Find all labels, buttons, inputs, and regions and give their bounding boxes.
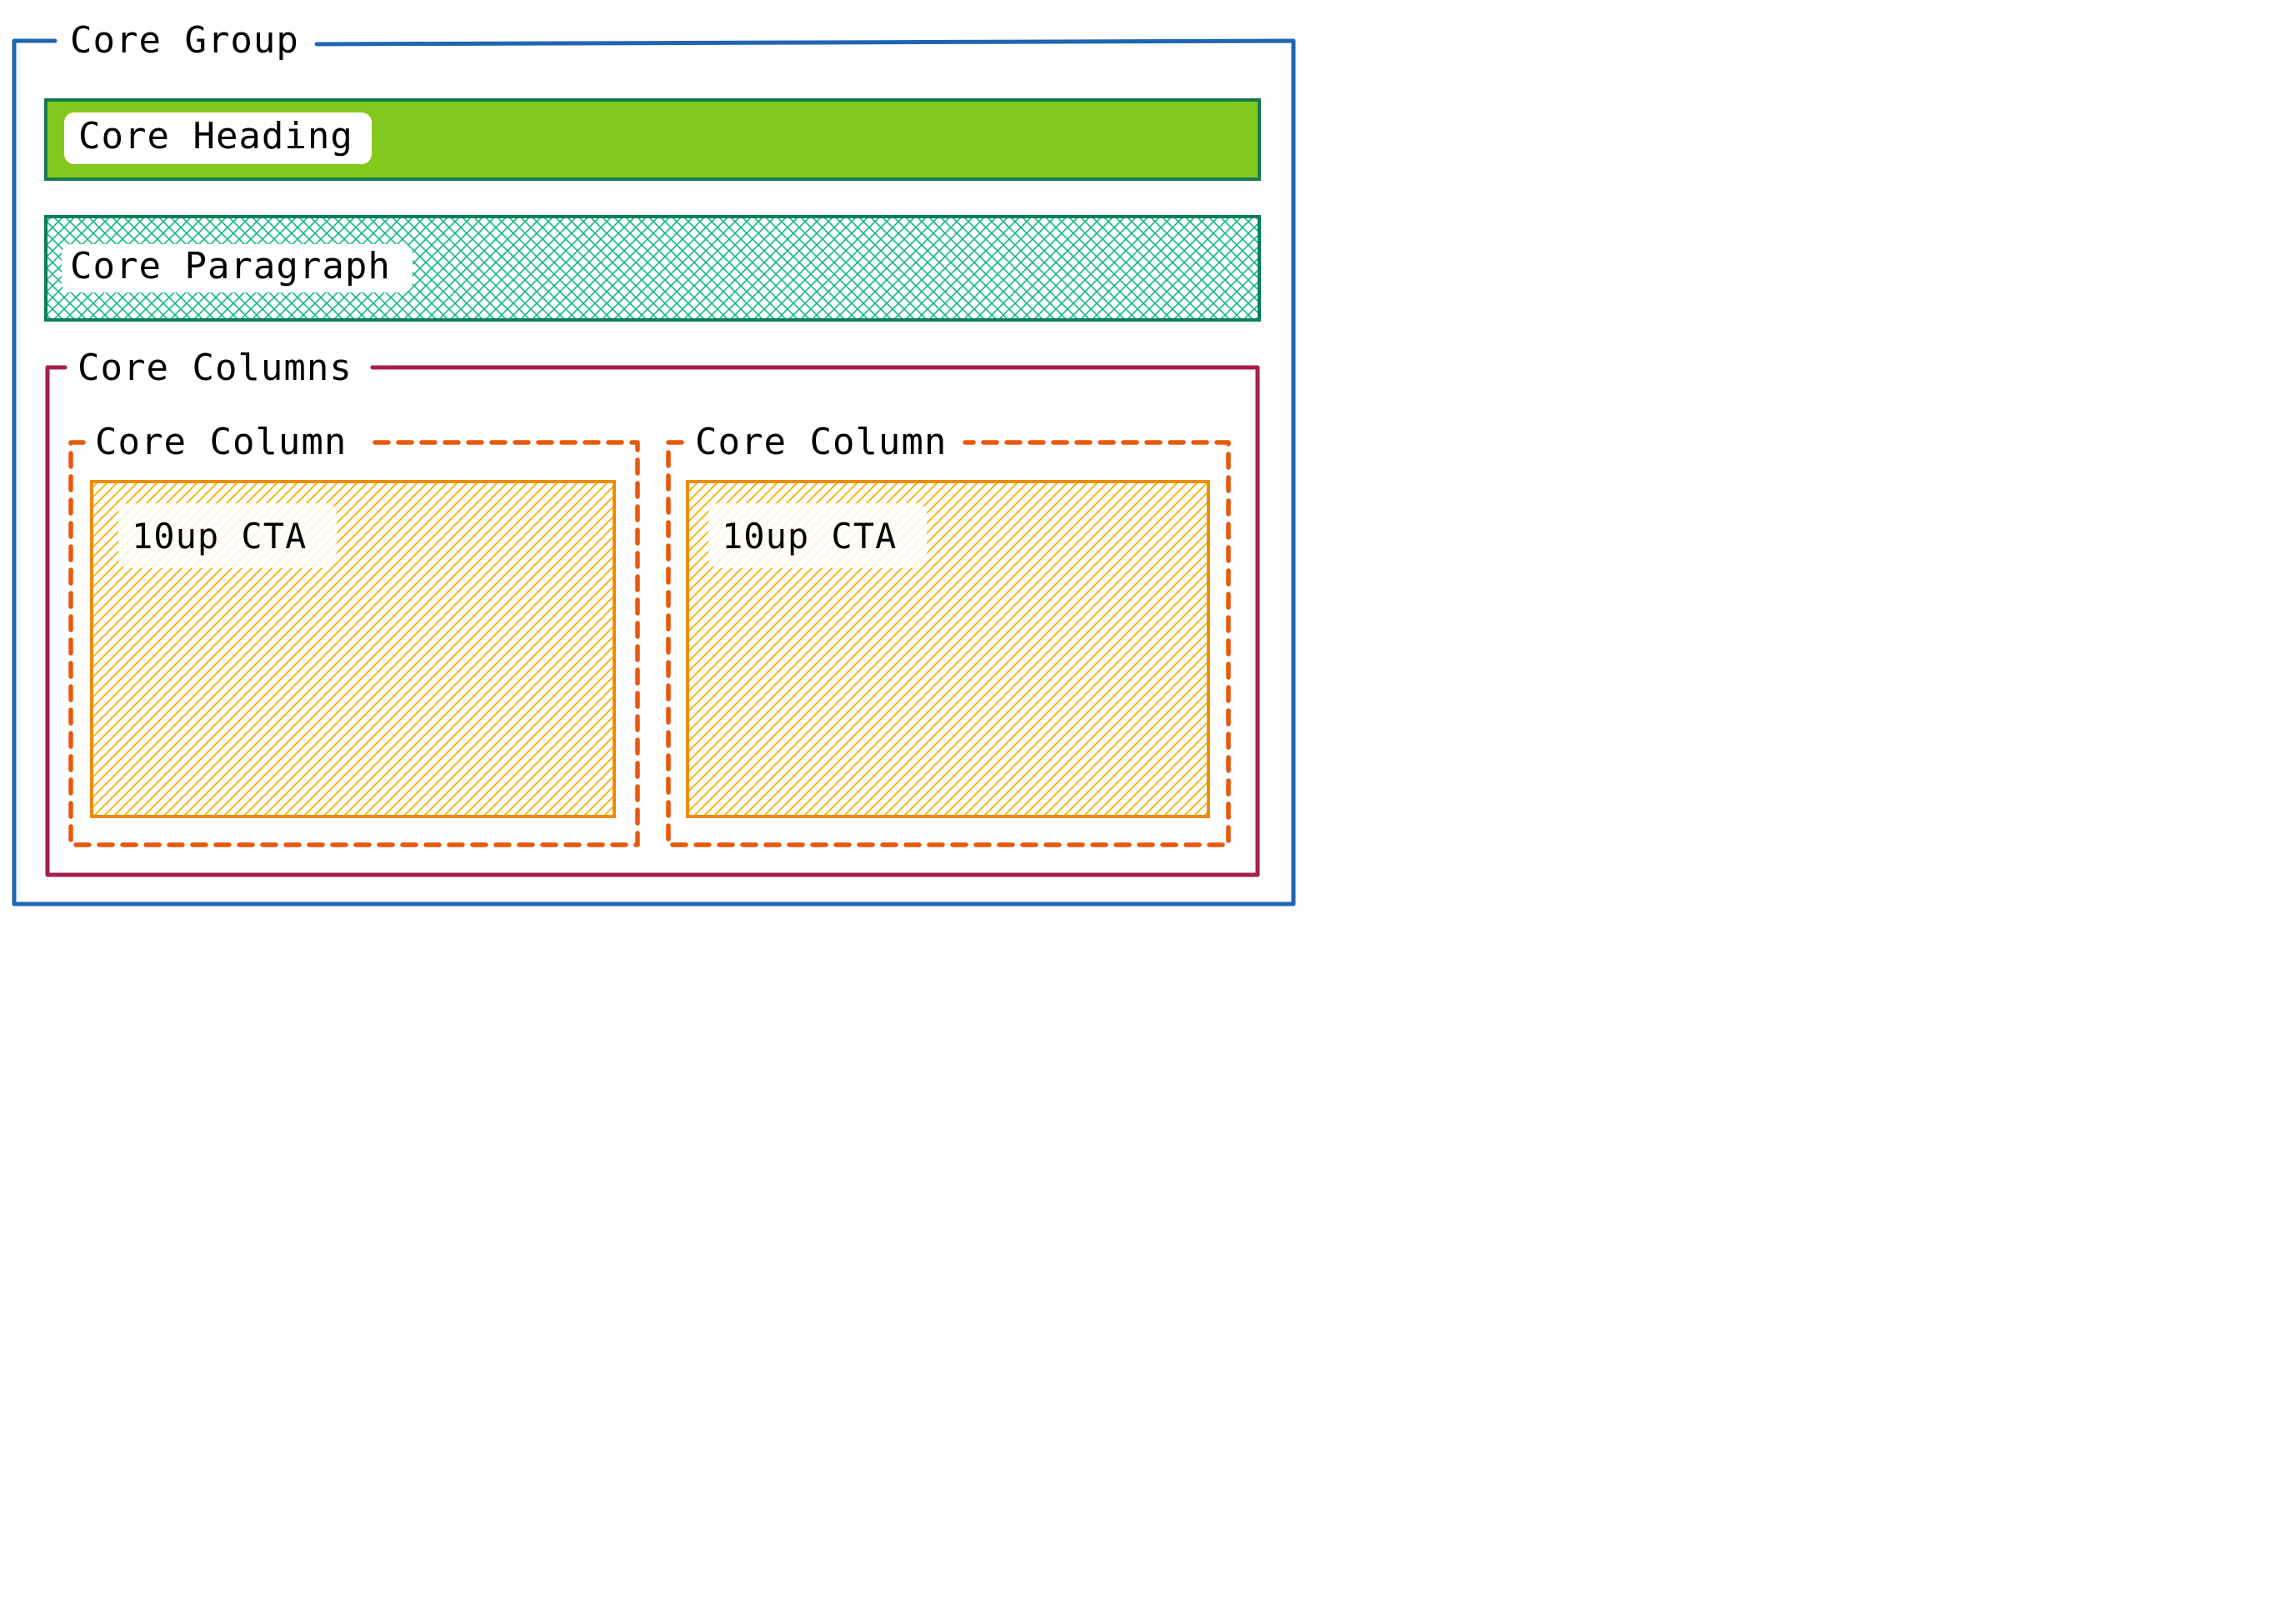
core-group-border (12, 38, 1296, 906)
cta-block-right: 10up CTA (686, 480, 1210, 818)
core-heading-label: Core Heading (78, 115, 353, 157)
core-paragraph-bar (44, 215, 1261, 322)
cta-block-left: 10up CTA (90, 480, 616, 818)
cta-right-label: 10up CTA (722, 516, 897, 557)
cta-right-label-bg (708, 503, 927, 568)
core-columns-border (45, 365, 1260, 877)
core-paragraph-label: Core Paragraph (70, 245, 391, 287)
core-column-left-border (68, 440, 640, 847)
cta-left-label-bg (118, 503, 337, 568)
core-column-right-label: Core Column (695, 421, 947, 463)
core-paragraph-label-bg (62, 244, 413, 292)
block-structure-diagram: Core Group Core Heading Core Paragraph C… (12, 19, 1296, 906)
core-group-block: Core Group (12, 19, 1296, 906)
core-paragraph-block: Core Paragraph (44, 215, 1261, 322)
cta-left-label: 10up CTA (132, 516, 307, 557)
core-columns-label: Core Columns (78, 347, 353, 389)
core-column-right: Core Column 10up CTA (666, 421, 1231, 847)
core-heading-label-bg (64, 112, 372, 164)
core-column-left: Core Column 10up CTA (68, 421, 640, 847)
core-heading-block: Core Heading (44, 98, 1261, 181)
core-column-right-border (666, 440, 1231, 847)
core-group-label: Core Group (70, 19, 299, 62)
core-columns-block: Core Columns (45, 347, 1260, 877)
core-column-left-label: Core Column (95, 421, 347, 463)
